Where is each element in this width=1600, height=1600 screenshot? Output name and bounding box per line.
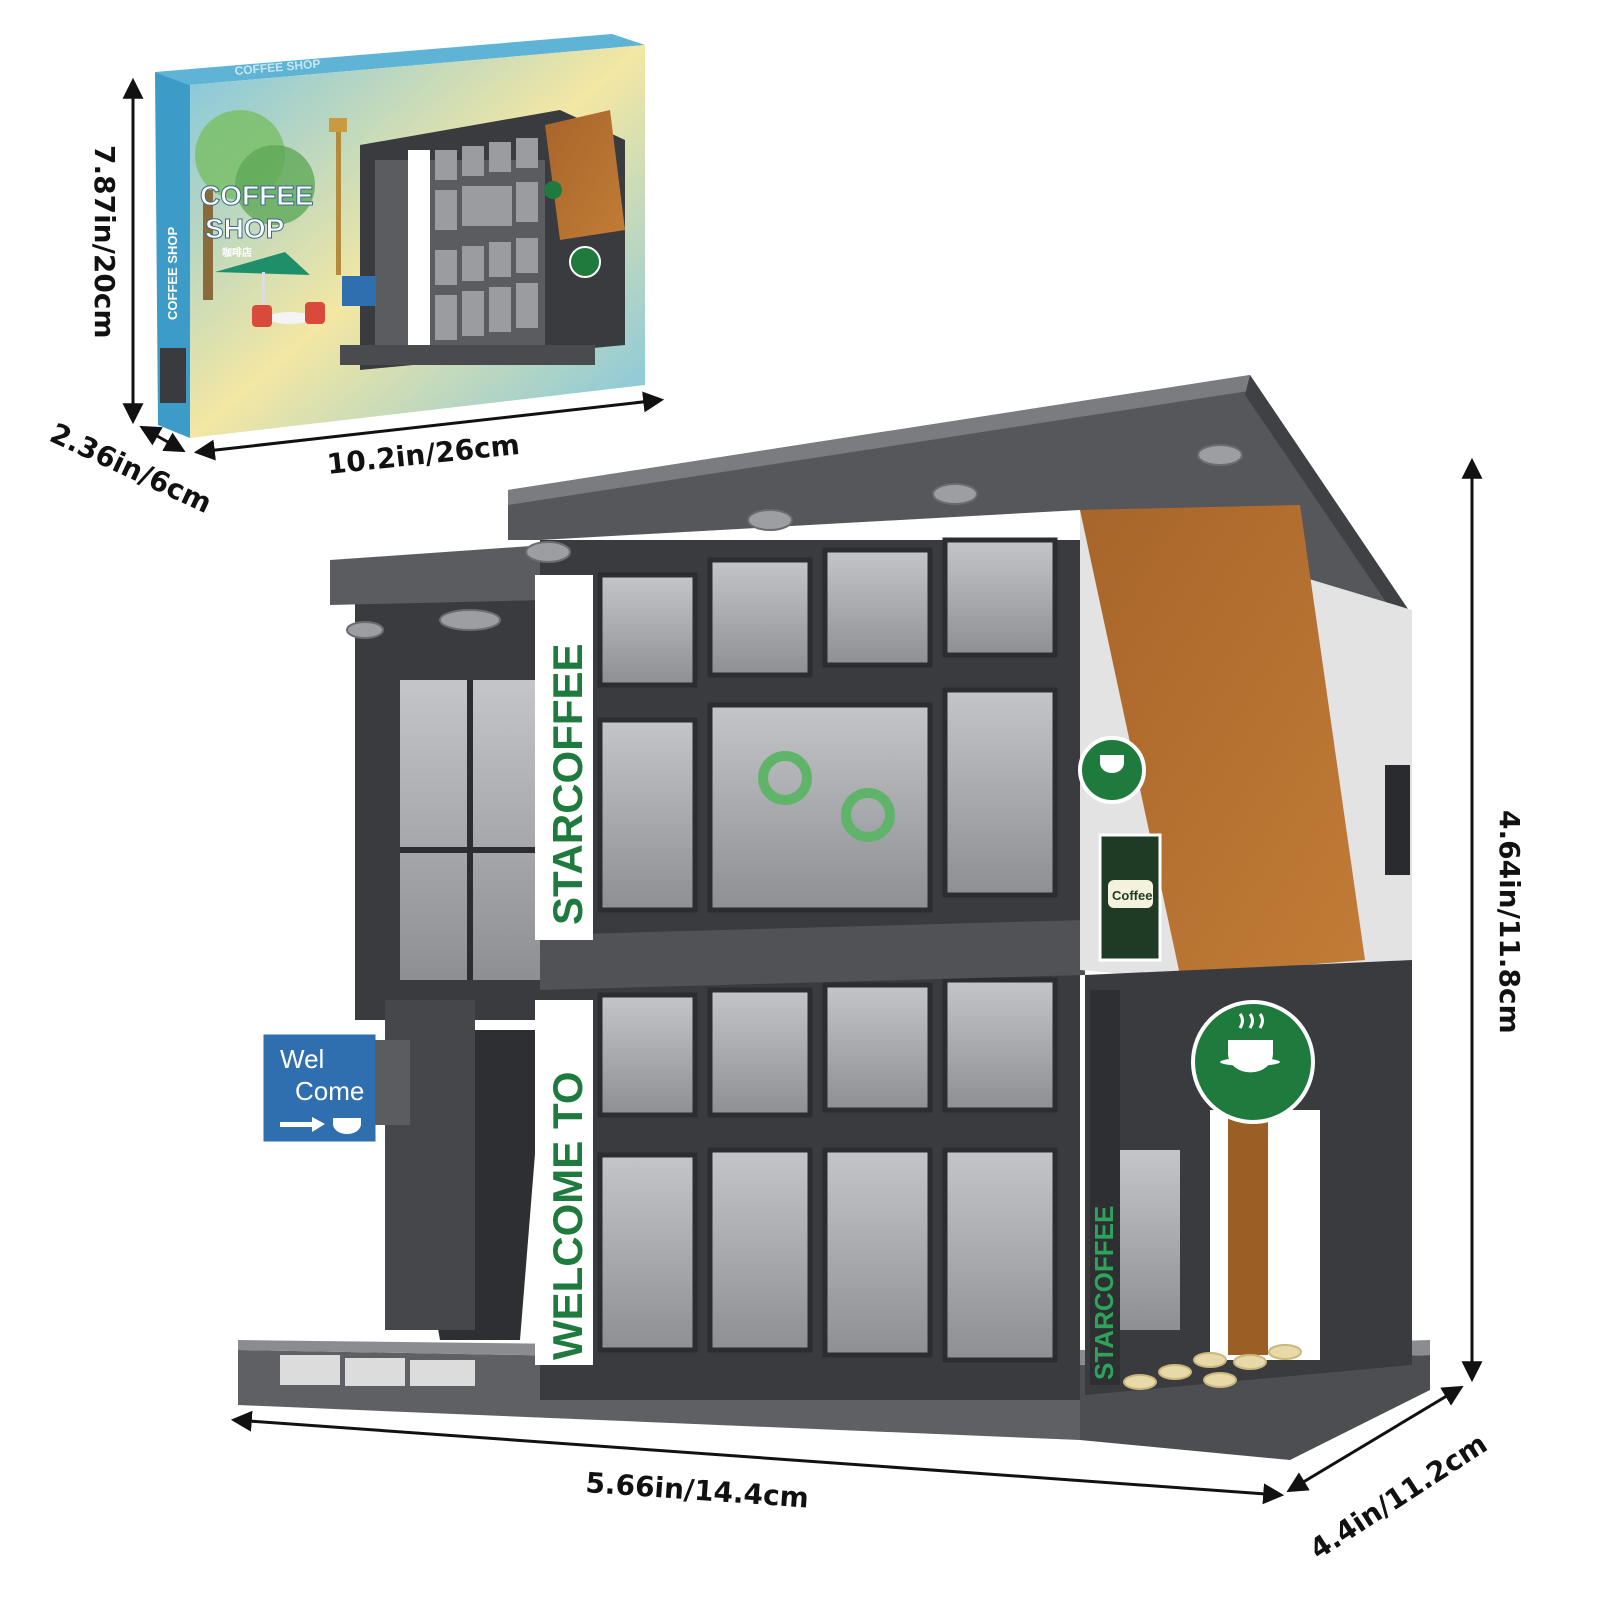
welcome-sign-line1: Wel <box>280 1044 324 1074</box>
coffee-cup-icon <box>1220 1013 1280 1073</box>
model-depth-label: 4.4in/11.2cm <box>1304 1427 1493 1566</box>
product-box-icon <box>160 348 186 403</box>
box-side-label: COFFEE SHOP <box>165 226 180 320</box>
vertical-sign-welcome: WELCOME TO <box>544 1071 591 1360</box>
arrow-right-icon <box>280 1117 325 1132</box>
cafe-sign-text: Coffee <box>1112 888 1152 903</box>
dimension-lines <box>122 77 1483 1505</box>
model-width-label: 5.66in/14.4cm <box>585 1466 810 1515</box>
welcome-cup-icon <box>333 1118 361 1134</box>
model-building <box>238 375 1430 1460</box>
product-box <box>155 34 645 438</box>
vertical-sign-right: STARCOFFEE <box>1089 1206 1119 1380</box>
box-title-second-line: SHOP <box>205 213 284 244</box>
model-height-label: 4.64in/11.8cm <box>1493 810 1526 1034</box>
small-cup-icon <box>1100 755 1124 773</box>
vertical-sign-upper: STARCOFFEE <box>544 643 591 925</box>
box-height-label: 7.87in/20cm <box>88 145 121 339</box>
box-subtitle-cn: 咖啡店 <box>222 246 252 259</box>
welcome-sign-line2: Come <box>295 1076 364 1106</box>
box-title: COFFEE <box>200 180 314 211</box>
